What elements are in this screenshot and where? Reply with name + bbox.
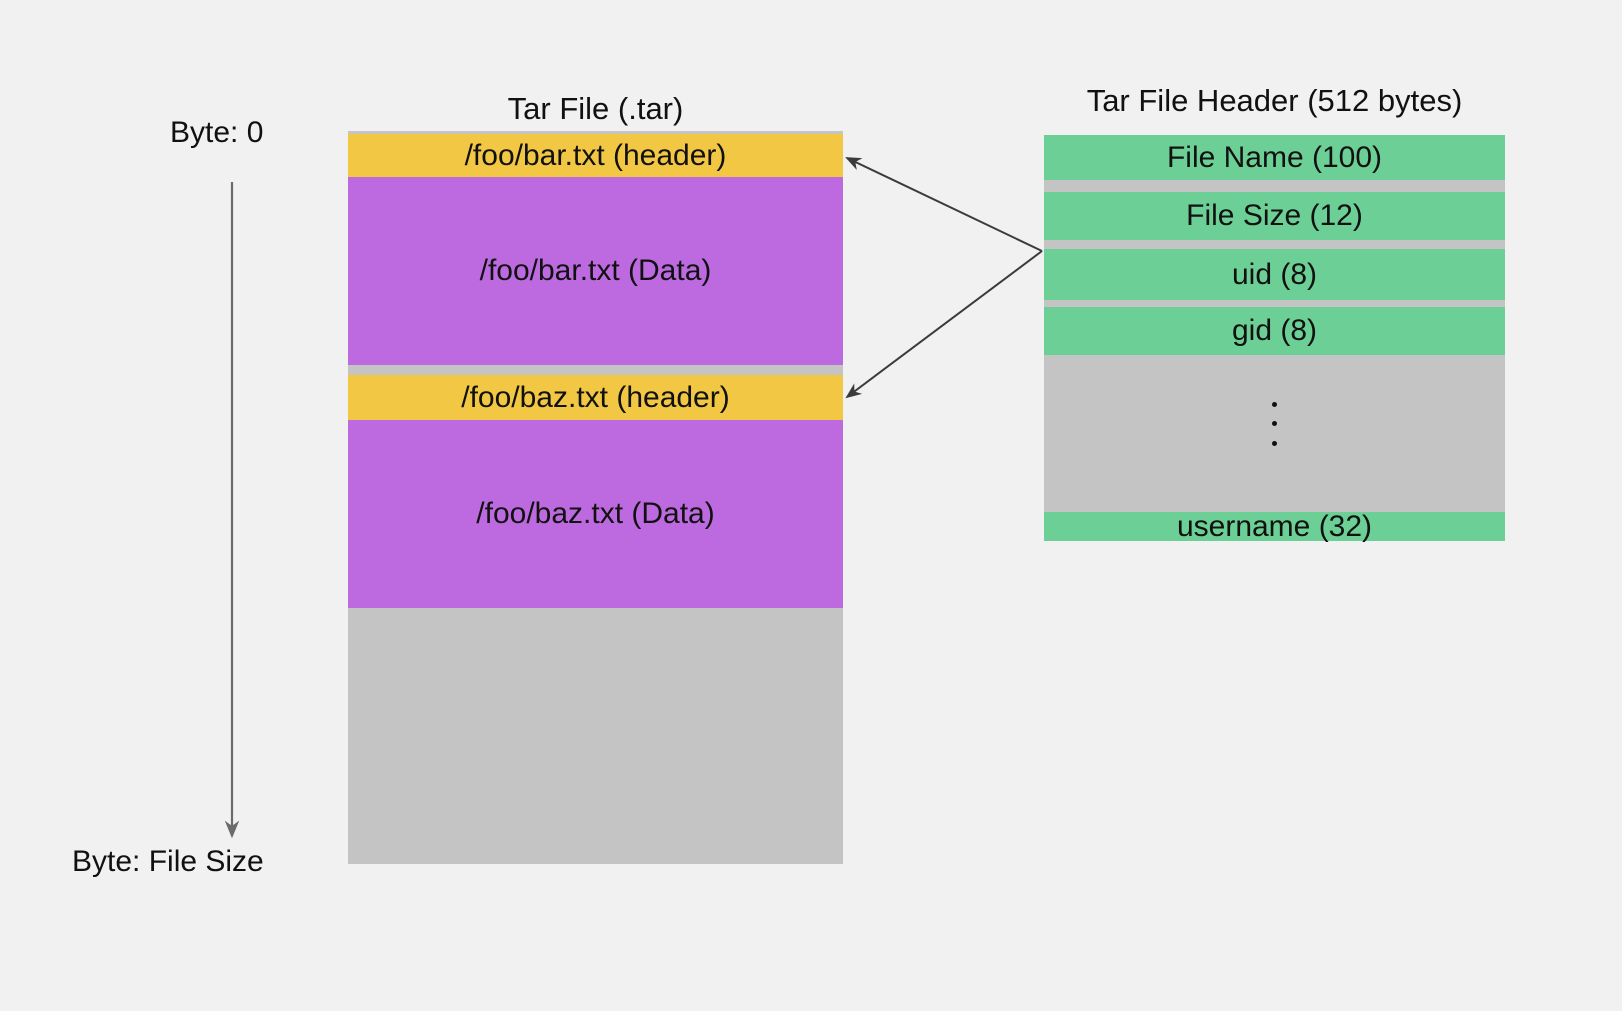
header-field-file-size[interactable]: File Size (12) bbox=[1044, 192, 1505, 240]
ellipsis-dot-icon bbox=[1272, 421, 1277, 426]
connector-to-baz-header bbox=[845, 250, 1043, 399]
header-gap-1 bbox=[1044, 180, 1505, 192]
ellipsis-dot-icon bbox=[1272, 401, 1277, 407]
tar-segment-padding-1 bbox=[348, 365, 843, 375]
tar-header-block: File Name (100) File Size (12) uid (8) g… bbox=[1044, 135, 1505, 543]
header-field-file-name[interactable]: File Name (100) bbox=[1044, 135, 1505, 180]
header-gap-3 bbox=[1044, 300, 1505, 307]
header-gap-2 bbox=[1044, 240, 1505, 249]
tar-segment-baz-data[interactable]: /foo/baz.txt (Data) bbox=[348, 420, 843, 608]
header-field-uid[interactable]: uid (8) bbox=[1044, 249, 1505, 300]
header-field-gid[interactable]: gid (8) bbox=[1044, 307, 1505, 355]
tar-header-title: Tar File Header (512 bytes) bbox=[1086, 83, 1463, 118]
tar-file-block: /foo/bar.txt (header) /foo/bar.txt (Data… bbox=[348, 131, 843, 864]
tar-segment-bar-header[interactable]: /foo/bar.txt (header) bbox=[348, 134, 843, 177]
tar-segment-trailing-empty bbox=[348, 608, 843, 864]
header-ellipsis bbox=[1044, 355, 1505, 492]
axis-end-label: Byte: File Size bbox=[72, 845, 264, 878]
ellipsis-dot-icon bbox=[1272, 440, 1277, 446]
axis-start-label: Byte: 0 bbox=[170, 116, 264, 149]
tar-segment-baz-header[interactable]: /foo/baz.txt (header) bbox=[348, 375, 843, 420]
tar-file-title: Tar File (.tar) bbox=[507, 91, 684, 126]
tar-segment-bar-data[interactable]: /foo/bar.txt (Data) bbox=[348, 177, 843, 365]
header-field-username[interactable]: username (32) bbox=[1044, 510, 1505, 543]
connector-to-bar-header bbox=[845, 157, 1043, 252]
